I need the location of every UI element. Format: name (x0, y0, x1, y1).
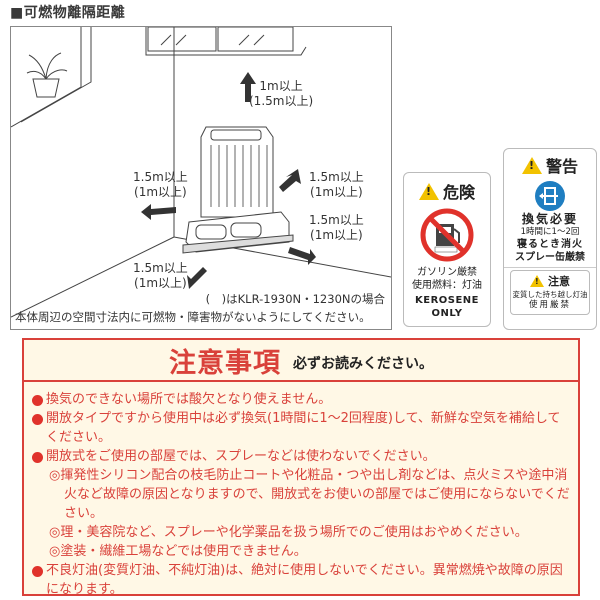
bullet-icon (32, 452, 43, 463)
precaution-item: 換気のできない場所では酸欠となり使えません。 (32, 390, 570, 409)
no-spray-text: スプレー缶厳禁 (515, 252, 585, 263)
precaution-item: 不良灯油(変質灯油、不純灯油)は、絶対に使用しないでください。異常燃焼や故障の原… (32, 561, 570, 599)
fuel-type-text: 使用燃料：灯油 (412, 280, 482, 291)
warning-triangle-icon (418, 182, 439, 200)
precaution-item: 開放式をご使用の部屋では、スプレーなどは使わないでください。 (32, 447, 570, 466)
model-note: ( )はKLR-1930N・1230Nの場合 (205, 292, 385, 306)
bullet-icon (32, 414, 43, 425)
caution-heading: 注意 (548, 275, 570, 288)
caution-box: 注意 変質した持ち越し灯油 使用厳禁 (510, 270, 590, 315)
strictly-prohibited-text: 使用厳禁 (528, 300, 571, 310)
precaution-item: 開放タイプですから使用中は必ず換気(1時間に1〜2回程度)して、新鮮な空気を補給… (32, 409, 570, 447)
warning-heading: 警告 (545, 157, 578, 176)
only-text: ONLY (431, 308, 463, 319)
clearance-note: 本体周辺の空間寸法内に可燃物・障害物がないようにしてください。 (15, 310, 371, 324)
caution-triangle-icon (530, 275, 544, 287)
precaution-subitem: ◎理・美容院など、スプレーや化学薬品を扱う場所でのご使用はおやめください。 (49, 525, 528, 540)
distance-top: 1m以上 (1.5m以上) (249, 79, 314, 108)
precautions-header: 注意事項 必ずお読みください。 (24, 340, 578, 382)
distance-front: 1.5m以上 (1m以上) (133, 261, 188, 290)
precaution-subitem: ◎塗装・繊維工場などでは使用できません。 (49, 544, 307, 559)
no-gasoline-icon (420, 208, 474, 262)
ventilation-icon (535, 181, 565, 211)
distance-back-right: 1.5m以上 (1m以上) (309, 170, 364, 199)
plant-icon (26, 52, 68, 98)
heater-illustration (182, 126, 294, 254)
precautions-box: 注意事項 必ずお読みください。 換気のできない場所では酸欠となり使えません。 開… (22, 338, 580, 599)
extinguish-sleep-text: 寝るとき消火 (517, 239, 583, 250)
kerosene-only-sign: 危険 ガソリン厳禁 使用燃料：灯油 KEROSENE ONLY (403, 172, 491, 327)
ventilation-warning-sign: 警告 換気必要 1時間に1〜2回 寝るとき消火 スプレー缶厳禁 注意 変質した持… (503, 148, 597, 330)
distance-right: 1.5m以上 (1m以上) (309, 213, 364, 242)
section-title: ■可燃物離隔距離 (10, 5, 126, 21)
bullet-icon (32, 395, 43, 406)
bullet-icon (32, 566, 43, 577)
precautions-subtitle: 必ずお読みください。 (293, 356, 433, 372)
precaution-subitem: ◎揮発性シリコン配合の枝毛防止コートや化粧品・つや出し剤などは、点火ミスや途中消… (49, 468, 570, 521)
warning-triangle-icon (521, 156, 542, 174)
precautions-list: 換気のできない場所では酸欠となり使えません。 開放タイプですから使用中は必ず換気… (24, 382, 578, 599)
danger-heading: 危険 (442, 183, 475, 202)
old-kerosene-text: 変質した持ち越し灯油 (512, 290, 588, 299)
clearance-arrows (141, 72, 316, 289)
precautions-title: 注意事項 (169, 347, 281, 379)
no-gasoline-text: ガソリン厳禁 (417, 267, 477, 278)
distance-left: 1.5m以上 (1m以上) (133, 170, 188, 199)
kerosene-text: KEROSENE (414, 295, 479, 306)
clearance-diagram: 1m以上 (1.5m以上) 1.5m以上 (1m以上) 1.5m以上 (1m以上… (10, 26, 392, 330)
ventilation-frequency-text: 1時間に1〜2回 (520, 227, 580, 237)
ventilation-required-text: 換気必要 (521, 212, 578, 226)
room-illustration (11, 27, 391, 318)
